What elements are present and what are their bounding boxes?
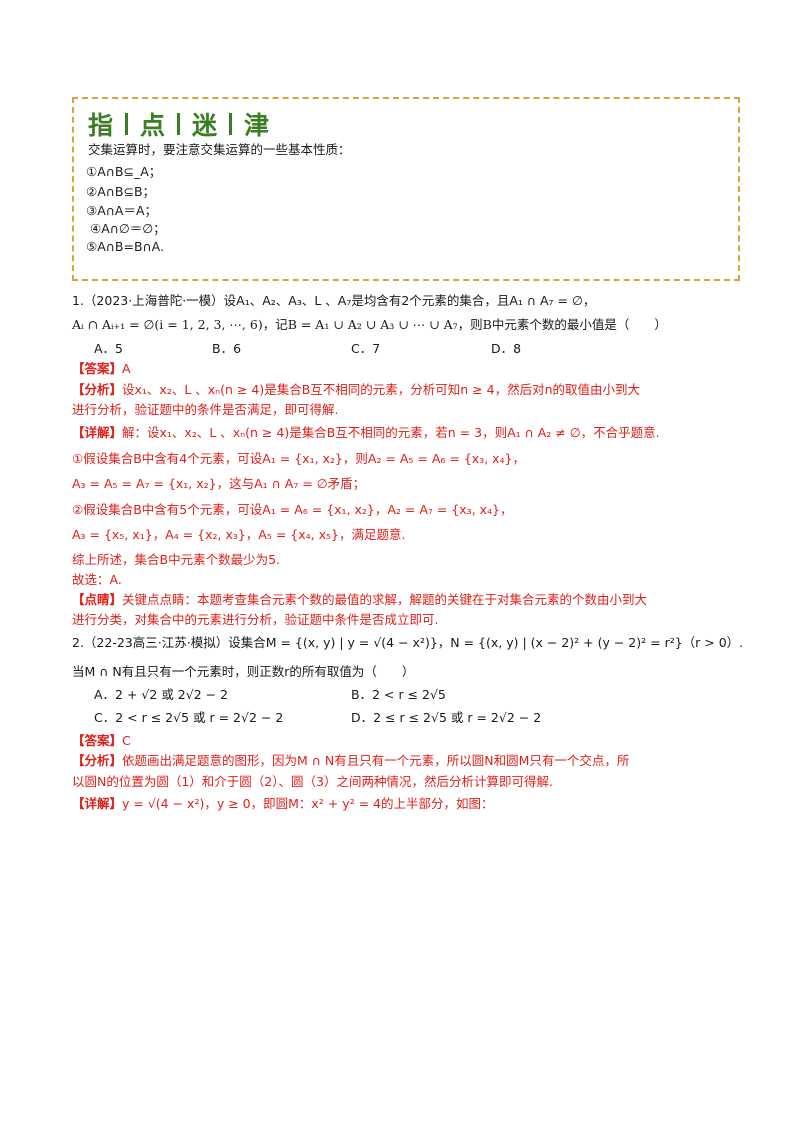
detail-tag: 【详解】: [72, 796, 123, 811]
conclusion-text: 故选：A.: [72, 572, 122, 587]
tips-property: ③A∩A＝A；: [86, 203, 158, 218]
analysis-text: 依题画出满足题意的图形，因为M ∩ N有且只有一个元素，所以圆N和圆M只有一个交…: [122, 753, 630, 768]
answer-tag: 【答案】: [72, 733, 123, 748]
tips-title-char: 指: [88, 111, 114, 140]
option-c: C．7: [351, 341, 381, 356]
tips-property: ⑤A∩B=B∩A.: [86, 239, 164, 254]
detail-line: 【详解】y = √(4 − x²)，y ≥ 0，即圆M：x² + y² = 4的…: [72, 795, 494, 813]
option-a: A．5: [94, 341, 124, 356]
title-separator: [125, 113, 129, 135]
analysis-tag: 【分析】: [72, 753, 123, 768]
review-tag: 【点睛】: [72, 592, 123, 607]
tips-title-char: 迷: [192, 111, 218, 140]
tips-property: ①A∩B⊆_A；: [86, 164, 162, 179]
analysis-text-cont: 进行分析，验证题中的条件是否满足，即可得解.: [72, 402, 339, 417]
option-b: B．6: [212, 341, 242, 356]
answer-value: C: [122, 733, 131, 748]
tips-box: [72, 97, 740, 281]
tips-heading: 指 点 迷 津: [88, 106, 269, 142]
answer-tag: 【答案】: [72, 361, 123, 376]
title-separator: [229, 113, 233, 135]
review-line: 【点睛】关键点点睛：本题考查集合元素个数的最值的求解，解题的关键在于对集合元素的…: [72, 591, 647, 609]
case-1-text: ①假设集合B中含有4个元素，可设A₁ = {x₁, x₂}，则A₂ = A₅ =…: [72, 451, 526, 466]
title-separator: [177, 113, 181, 135]
analysis-line: 【分析】依题画出满足题意的图形，因为M ∩ N有且只有一个元素，所以圆N和圆M只…: [72, 752, 629, 770]
analysis-text-cont: 以圆N的位置为圆（1）和介于圆（2）、圆（3）之间两种情况，然后分析计算即可得解…: [72, 774, 553, 789]
option-c: C．2 < r ≤ 2√5 或 r = 2√2 − 2: [94, 710, 284, 725]
question-2-stem-cont: 当M ∩ N有且只有一个元素时，则正数r的所有取值为（ ）: [72, 664, 415, 679]
tips-title-char: 津: [244, 111, 270, 140]
answer-value: A: [122, 361, 131, 376]
option-d: D．8: [491, 341, 522, 356]
case-2-text: ②假设集合B中含有5个元素，可设A₁ = A₆ = {x₁, x₂}，A₂ = …: [72, 502, 513, 517]
detail-line: 【详解】解：设x₁、x₂、L 、xₙ(n ≥ 4)是集合B互不相同的元素，若n …: [72, 424, 660, 442]
answer-line: 【答案】C: [72, 732, 131, 750]
analysis-line: 【分析】设x₁、x₂、L 、xₙ(n ≥ 4)是集合B互不相同的元素，分析可知n…: [72, 381, 640, 399]
tips-intro: 交集运算时，要注意交集运算的一些基本性质：: [88, 142, 351, 157]
review-text: 关键点点睛：本题考查集合元素个数的最值的求解，解题的关键在于对集合元素的个数由小…: [122, 592, 648, 607]
case-1-text-cont: A₃ = A₅ = A₇ = {x₁, x₂}，这与A₁ ∩ A₇ = ∅矛盾；: [72, 476, 366, 491]
analysis-tag: 【分析】: [72, 382, 123, 397]
tips-property: ②A∩B⊆B；: [86, 184, 156, 199]
question-1-stem: 1.（2023·上海普陀·一模）设A₁、A₂、A₃、L 、A₇是均含有2个元素的…: [72, 293, 596, 308]
case-2-text-cont: A₃ = {x₅, x₁}，A₄ = {x₂, x₃}，A₅ = {x₄, x₅…: [72, 527, 406, 542]
detail-text: y = √(4 − x²)，y ≥ 0，即圆M：x² + y² = 4的上半部分…: [122, 796, 494, 811]
option-a: A．2 + √2 或 2√2 − 2: [94, 687, 229, 702]
option-d: D．2 ≤ r ≤ 2√5 或 r = 2√2 − 2: [351, 710, 542, 725]
detail-text: 解：设x₁、x₂、L 、xₙ(n ≥ 4)是集合B互不相同的元素，若n = 3，…: [122, 425, 660, 440]
question-1-stem-cont: Aᵢ ∩ Aᵢ₊₁ = ∅(i = 1, 2, 3, ⋯, 6)，记B = A₁…: [72, 317, 667, 332]
tips-property: ④A∩∅＝∅；: [90, 221, 166, 236]
analysis-text: 设x₁、x₂、L 、xₙ(n ≥ 4)是集合B互不相同的元素，分析可知n ≥ 4…: [122, 382, 640, 397]
review-text-cont: 进行分类，对集合中的元素进行分析，验证题中条件是否成立即可.: [72, 612, 439, 627]
option-b: B．2 < r ≤ 2√5: [351, 687, 446, 702]
summary-text: 综上所述，集合B中元素个数最少为5.: [72, 552, 281, 567]
question-2-stem: 2.（22-23高三·江苏·模拟）设集合M = {(x, y) | y = √(…: [72, 635, 744, 650]
tips-title-char: 点: [140, 111, 166, 140]
detail-tag: 【详解】: [72, 425, 123, 440]
answer-line: 【答案】A: [72, 360, 131, 378]
